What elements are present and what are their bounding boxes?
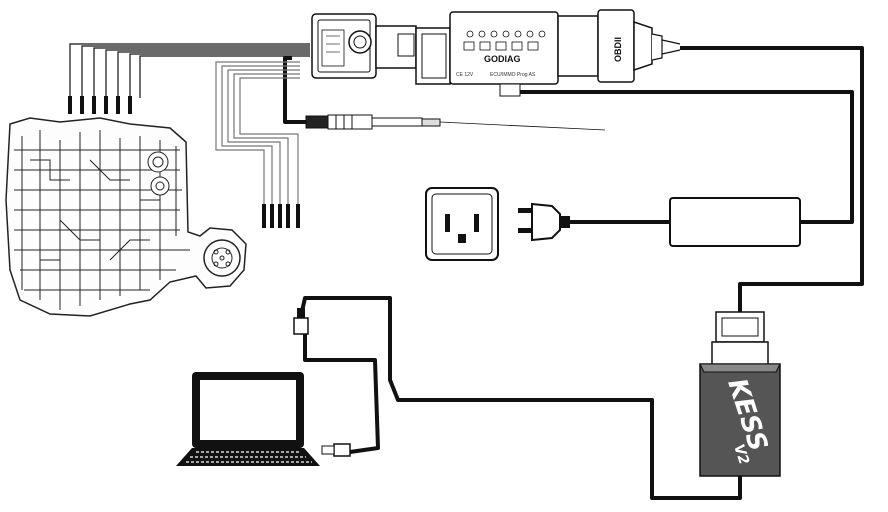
ecu-component-2 xyxy=(150,176,170,196)
godiag-ce-label: CE 12V xyxy=(456,72,474,78)
godiag-model-label: ECU/IMMO Prog AS xyxy=(490,72,536,78)
socket-slot-left xyxy=(445,214,450,232)
ribbon-wires-mid xyxy=(215,61,300,206)
ecu-connector-round xyxy=(203,239,241,277)
ecu-component-1 xyxy=(147,151,169,173)
obd-connector: OBDII xyxy=(557,9,681,83)
kess-version-label: V2 xyxy=(730,442,752,467)
godiag-dc-jack xyxy=(499,83,521,97)
kess-device: KESS V2 xyxy=(699,311,781,477)
usb-connector-laptop xyxy=(321,443,351,457)
wall-socket xyxy=(425,187,499,261)
socket-ground-slot xyxy=(458,234,466,243)
laptop xyxy=(176,372,320,466)
kess-db-connector xyxy=(715,311,765,343)
usb-connector-top xyxy=(293,308,309,335)
ribbon-wires-top xyxy=(69,43,310,98)
obd-label: OBDII xyxy=(613,37,623,62)
godiag-brand-label: GODIAG xyxy=(484,54,521,64)
cable-godiag-to-power xyxy=(520,90,854,224)
probe-pen xyxy=(305,114,606,131)
godiag-led-grid xyxy=(463,30,546,51)
godiag-converter: GODIAG CE 12V ECU/IMMO Prog AS xyxy=(311,11,559,97)
ecu-board-outline xyxy=(5,117,247,317)
cable-usb-loop xyxy=(303,330,380,454)
ribbon-wire-ends-top xyxy=(68,96,132,114)
godiag-link-connector xyxy=(375,25,417,69)
power-plug xyxy=(518,202,570,242)
main-cables xyxy=(283,46,864,500)
cable-obd-to-kess xyxy=(680,46,864,318)
cable-probe xyxy=(283,56,308,124)
ecu-board xyxy=(5,117,247,317)
power-adapter xyxy=(669,197,801,247)
ribbon-wire-ends-mid xyxy=(262,204,300,228)
cable-kess-to-laptop xyxy=(298,296,742,500)
socket-slot-right xyxy=(474,214,479,232)
